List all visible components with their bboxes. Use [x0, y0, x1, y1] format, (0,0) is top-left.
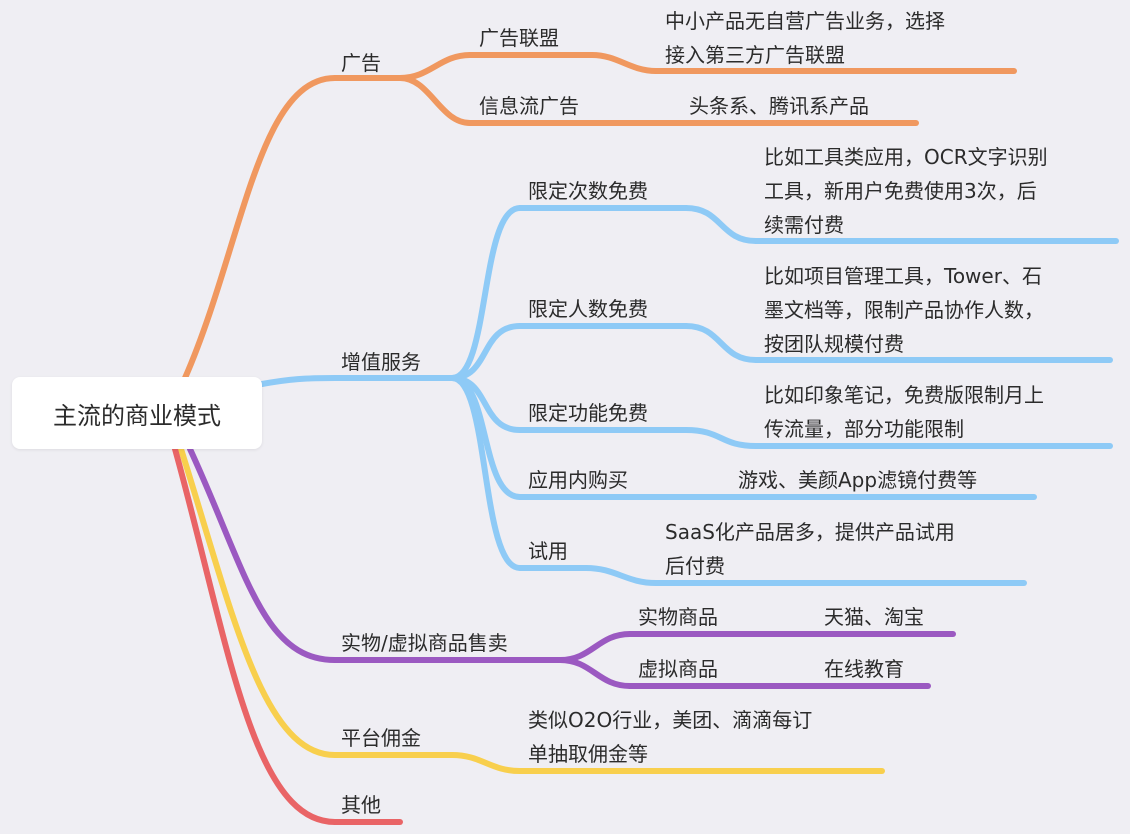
- branch-value-added-lines: [259, 205, 1119, 586]
- node-trial[interactable]: 试用: [528, 539, 568, 563]
- link-va-times: [449, 205, 523, 381]
- leaf-line: 墨文档等，限制产品协作人数，: [764, 298, 1044, 322]
- link-root-platform: [178, 446, 338, 758]
- leaf-line: 比如印象笔记，免费版限制月上: [764, 383, 1044, 407]
- link-goods-physical: [557, 631, 633, 663]
- leaf-line: 类似O2O行业，美团、滴滴每订: [528, 708, 813, 732]
- leaf-line: 按团队规模付费: [764, 332, 904, 356]
- leaf-line: 比如项目管理工具，Tower、石: [764, 264, 1042, 288]
- leaf-line: 头条系、腾讯系产品: [689, 94, 869, 118]
- leaf-limited-features-desc[interactable]: 比如印象笔记，免费版限制月上 传流量，部分功能限制: [764, 378, 1044, 446]
- leaf-line: 单抽取佣金等: [528, 742, 648, 766]
- leaf-ad-feed-desc[interactable]: 头条系、腾讯系产品: [689, 89, 869, 123]
- leaf-line: 游戏、美颜App滤镜付费等: [738, 468, 978, 492]
- leaf-line: 传流量，部分功能限制: [764, 417, 964, 441]
- branch-goods-lines: [187, 446, 956, 689]
- link-ad-feed: [397, 75, 473, 126]
- link-root-other: [172, 446, 338, 825]
- node-goods[interactable]: 实物/虚拟商品售卖: [341, 631, 508, 655]
- node-virtual-goods[interactable]: 虚拟商品: [638, 657, 718, 681]
- leaf-line: 在线教育: [824, 657, 904, 681]
- node-value-added[interactable]: 增值服务: [341, 350, 421, 374]
- leaf-line: SaaS化产品居多，提供产品试用: [665, 520, 955, 544]
- node-physical-goods[interactable]: 实物商品: [638, 605, 718, 629]
- node-ad-alliance[interactable]: 广告联盟: [479, 26, 559, 50]
- branch-platform-lines: [178, 446, 885, 774]
- link-features-desc: [683, 427, 759, 449]
- leaf-virtual-goods-desc[interactable]: 在线教育: [824, 652, 904, 686]
- leaf-physical-goods-desc[interactable]: 天猫、淘宝: [824, 600, 924, 634]
- leaf-line: 续需付费: [764, 213, 844, 237]
- root-node-label: 主流的商业模式: [53, 401, 221, 430]
- leaf-line: 天猫、淘宝: [824, 605, 924, 629]
- link-platform-desc: [449, 752, 523, 774]
- node-limited-users[interactable]: 限定人数免费: [528, 297, 648, 321]
- node-platform[interactable]: 平台佣金: [341, 726, 421, 750]
- leaf-line: 比如工具类应用，OCR文字识别: [764, 145, 1048, 169]
- node-in-app-purchase[interactable]: 应用内购买: [528, 468, 628, 492]
- leaf-limited-users-desc[interactable]: 比如项目管理工具，Tower、石 墨文档等，限制产品协作人数， 按团队规模付费: [764, 259, 1044, 361]
- link-users-desc: [683, 323, 759, 363]
- link-alliance-desc: [589, 52, 659, 74]
- branch-other-lines: [172, 446, 403, 825]
- node-ad[interactable]: 广告: [341, 51, 381, 75]
- node-limited-times[interactable]: 限定次数免费: [528, 179, 648, 203]
- link-va-trial: [449, 375, 523, 571]
- leaf-line: 工具，新用户免费使用3次，后: [764, 179, 1037, 203]
- leaf-in-app-purchase-desc[interactable]: 游戏、美颜App滤镜付费等: [738, 463, 977, 497]
- link-root-value-added: [259, 375, 338, 387]
- root-node[interactable]: 主流的商业模式: [12, 377, 262, 449]
- link-va-users: [449, 323, 523, 381]
- leaf-platform-desc[interactable]: 类似O2O行业，美团、滴滴每订 单抽取佣金等: [528, 703, 812, 771]
- node-limited-features[interactable]: 限定功能免费: [528, 401, 648, 425]
- leaf-line: 中小产品无自营广告业务，选择: [665, 9, 945, 33]
- leaf-line: 接入第三方广告联盟: [665, 43, 845, 67]
- link-times-desc: [683, 205, 759, 244]
- node-ad-feed[interactable]: 信息流广告: [479, 94, 579, 118]
- leaf-ad-alliance-desc[interactable]: 中小产品无自营广告业务，选择 接入第三方广告联盟: [665, 4, 945, 72]
- node-other[interactable]: 其他: [341, 793, 381, 817]
- link-root-goods: [187, 446, 338, 663]
- leaf-trial-desc[interactable]: SaaS化产品居多，提供产品试用 后付费: [665, 515, 955, 583]
- link-ad-alliance: [397, 52, 473, 81]
- leaf-line: 后付费: [665, 554, 725, 578]
- branch-ad-lines: [182, 52, 1017, 381]
- leaf-limited-times-desc[interactable]: 比如工具类应用，OCR文字识别 工具，新用户免费使用3次，后 续需付费: [764, 140, 1048, 242]
- link-trial-desc: [583, 565, 659, 586]
- link-root-ad: [182, 75, 338, 381]
- link-goods-virtual: [557, 657, 633, 689]
